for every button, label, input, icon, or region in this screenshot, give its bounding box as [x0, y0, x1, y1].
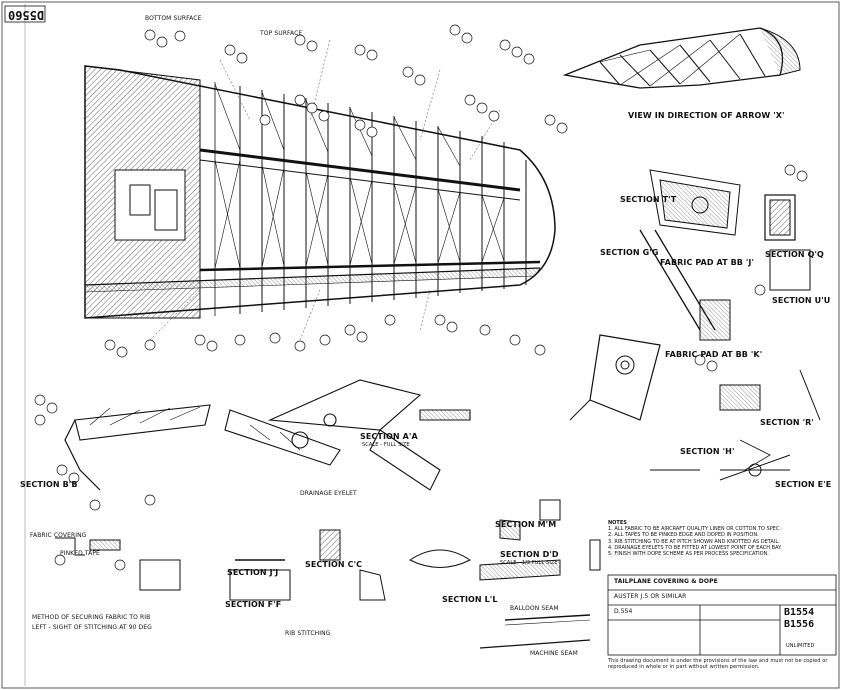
section-label-q: SECTION Q'Q: [765, 250, 824, 259]
section-label-h: SECTION 'H': [680, 447, 735, 456]
balloon-seam-label: BALLOON SEAM: [510, 605, 559, 612]
note-line: 1. ALL FABRIC TO BE AIRCRAFT QUALITY LIN…: [608, 526, 781, 533]
fitting-details: [569, 169, 821, 481]
unlimited-label: UNLIMITED: [786, 643, 815, 649]
rib-section-views: [64, 379, 471, 491]
tape-label: PINKED TAPE: [60, 550, 100, 557]
drawing-number-top: D5560: [8, 8, 45, 22]
machine-seam-label: MACHINE SEAM: [530, 650, 578, 657]
rib-stitch-label: RIB STITCHING: [285, 630, 331, 637]
bottom-surface-label: BOTTOM SURFACE: [145, 15, 202, 22]
planform-view: [84, 39, 556, 341]
note-line: 3. RIB STITCHING TO BE AT PITCH SHOWN AN…: [608, 538, 780, 545]
title-block-frame: [607, 574, 837, 656]
note-line: 4. DRAINAGE EYELETS TO BE FITTED AT LOWE…: [608, 544, 782, 551]
top-surface-label: TOP SURFACE: [260, 30, 303, 37]
legal-notice: This drawing document is under the provi…: [608, 658, 828, 670]
section-label-m: SECTION M'M: [495, 520, 557, 529]
notes-heading: NOTES: [608, 520, 627, 526]
note-line: 2. ALL TAPES TO BE PINKED EDGE AND DOPED…: [608, 532, 759, 539]
section-label-a: SECTION A'A: [360, 432, 418, 441]
drawing-number-bottom-1: B1554: [784, 607, 815, 618]
section-label-r: SECTION 'R': [760, 418, 814, 427]
section-label-l: SECTION L'L: [442, 595, 498, 604]
note-line: 5. FINISH WITH DOPE SCHEME AS PER PROCES…: [608, 551, 769, 558]
small-section-details: [55, 499, 601, 649]
title-line-2: AUSTER J.5 OR SIMILAR: [614, 593, 687, 600]
title-block: TAILPLANE COVERING & DOPE AUSTER J.5 OR …: [608, 575, 836, 655]
notes-block: NOTES 1. ALL FABRIC TO BE AIRCRAFT QUALI…: [608, 520, 833, 557]
scale-label: SCALE - FULL SIZE: [362, 442, 410, 448]
drawing-number-bottom-2: B1556: [784, 619, 815, 630]
section-label-t: SECTION T'T: [620, 195, 677, 204]
item-balloons: [34, 24, 808, 571]
section-label-e: SECTION E'E: [775, 480, 832, 489]
fin-truss-view: [562, 27, 801, 89]
title-line-1: TAILPLANE COVERING & DOPE: [614, 578, 718, 585]
scale-label-2: SCALE - 1/2 FULL SIZE: [500, 560, 558, 566]
sheet-ref: D.554: [614, 608, 633, 615]
eyelet-label: DRAINAGE EYELET: [300, 490, 357, 497]
section-label-d: SECTION D'D: [500, 550, 559, 559]
section-label-f: SECTION F'F: [225, 600, 282, 609]
fabric-pad-label: FABRIC PAD AT BB 'J': [660, 258, 755, 267]
section-label-c: SECTION C'C: [305, 560, 363, 569]
section-label-g: SECTION G'G: [600, 248, 659, 257]
fabric-covering-label: FABRIC COVERING: [30, 532, 87, 539]
view-direction-label: VIEW IN DIRECTION OF ARROW 'X': [628, 111, 785, 120]
method-label: METHOD OF SECURING FABRIC TO RIB: [32, 614, 151, 621]
fabric-pad-label-2: FABRIC PAD AT BB 'K': [665, 350, 763, 359]
section-label-u: SECTION U'U: [772, 296, 831, 305]
section-label-b: SECTION B'B: [20, 480, 78, 489]
lap-note-label: LEFT - SIGHT OF STITCHING AT 90 DEG: [32, 624, 152, 631]
section-label-j: SECTION J'J: [227, 568, 279, 577]
